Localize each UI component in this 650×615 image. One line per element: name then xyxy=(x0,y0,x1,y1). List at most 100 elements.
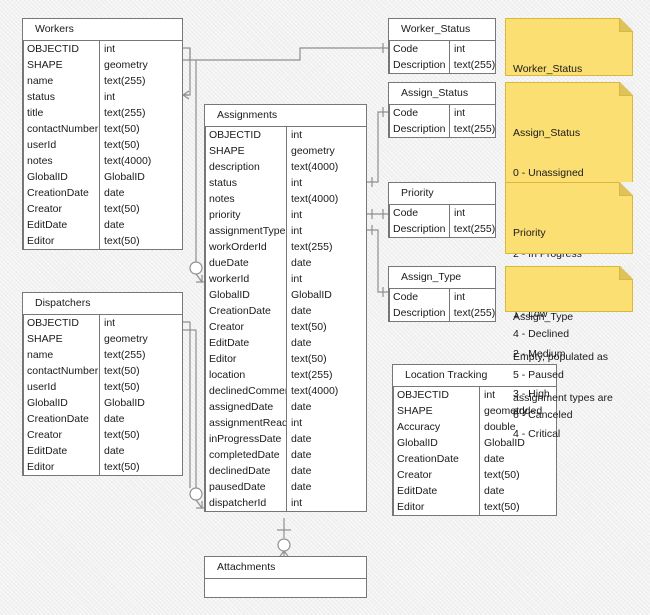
field-name: GlobalID xyxy=(209,289,250,301)
field-name: contactNumber xyxy=(27,365,99,377)
column-divider xyxy=(99,315,100,475)
field-type: text(50) xyxy=(104,123,140,135)
field-type: int xyxy=(291,177,303,189)
table-row: assignmentType int xyxy=(205,223,366,239)
table-row: notes text(4000) xyxy=(23,153,182,169)
field-type: text(50) xyxy=(104,139,140,151)
table-row: dueDate date xyxy=(205,255,366,271)
field-name: EditDate xyxy=(27,219,68,231)
entity-workers[interactable]: Workers OBJECTID int SHAPE geometry name… xyxy=(22,18,183,250)
table-row: name text(255) xyxy=(23,347,182,363)
field-type: text(50) xyxy=(484,469,520,481)
entity-title-workers: Workers xyxy=(23,19,182,41)
table-row: Description text(255) xyxy=(389,305,495,321)
table-row: notes text(4000) xyxy=(205,191,366,207)
table-row: EditDate date xyxy=(205,335,366,351)
field-name: SHAPE xyxy=(209,145,245,157)
note-assign-status: Assign_Status 0 - Unassigned 1 - Assigne… xyxy=(505,82,633,421)
field-type: text(255) xyxy=(104,75,146,87)
field-name: Creator xyxy=(209,321,245,333)
table-row: contactNumber text(50) xyxy=(23,363,182,379)
field-type: text(50) xyxy=(104,203,140,215)
connector-dispatchers-objectid xyxy=(183,321,191,488)
field-name: SHAPE xyxy=(397,405,433,417)
table-row: workOrderId text(255) xyxy=(205,239,366,255)
field-type: text(255) xyxy=(104,349,146,361)
entity-title-attachments: Attachments xyxy=(205,557,366,579)
table-row: workerId int xyxy=(205,271,366,287)
entity-title-assign-status: Assign_Status xyxy=(389,83,495,105)
field-name: Code xyxy=(393,107,419,119)
entity-body-workers: OBJECTID int SHAPE geometry name text(25… xyxy=(23,41,182,249)
table-row: description text(4000) xyxy=(205,159,366,175)
entity-attachments[interactable]: Attachments xyxy=(204,556,367,598)
field-type: date xyxy=(291,433,312,445)
field-type: GlobalID xyxy=(291,289,332,301)
column-divider xyxy=(449,105,450,137)
field-type: int xyxy=(454,291,466,303)
field-name: Code xyxy=(393,291,419,303)
table-row: name text(255) xyxy=(23,73,182,89)
connector-assignments-type-to-assign-type xyxy=(367,229,388,293)
entity-title-dispatchers: Dispatchers xyxy=(23,293,182,315)
table-row: Editor text(50) xyxy=(205,351,366,367)
field-name: Description xyxy=(393,223,446,235)
entity-priority[interactable]: Priority Code int Description text(255) xyxy=(388,182,496,238)
field-name: location xyxy=(209,369,246,381)
field-type: text(4000) xyxy=(291,385,339,397)
note-title: Assign_Status xyxy=(513,127,581,140)
field-type: date xyxy=(104,445,125,457)
field-type: text(50) xyxy=(291,353,327,365)
field-type: text(255) xyxy=(453,223,495,235)
note-line: assignment types are added xyxy=(513,391,616,418)
entity-body-assign-type: Code int Description text(255) xyxy=(389,289,495,321)
field-type: geometry xyxy=(104,59,148,71)
table-row: completedDate date xyxy=(205,447,366,463)
table-row: userId text(50) xyxy=(23,137,182,153)
entity-assign-status[interactable]: Assign_Status Code int Description text(… xyxy=(388,82,496,138)
field-type: text(4000) xyxy=(291,161,339,173)
connector-workers-objectid xyxy=(183,47,191,60)
field-name: dueDate xyxy=(209,257,249,269)
entity-title-assign-type: Assign_Type xyxy=(389,267,495,289)
field-name: Creator xyxy=(27,203,63,215)
field-name: title xyxy=(27,107,44,119)
field-name: OBJECTID xyxy=(209,129,261,141)
field-type: GlobalID xyxy=(484,437,525,449)
table-row: inProgressDate date xyxy=(205,431,366,447)
table-row: assignedDate date xyxy=(205,399,366,415)
column-divider xyxy=(449,41,450,73)
table-row: Code int xyxy=(389,289,495,305)
entity-assignments[interactable]: Assignments OBJECTID int SHAPE geometry … xyxy=(204,104,367,512)
table-row: Code int xyxy=(389,205,495,221)
table-row: OBJECTID int xyxy=(23,315,182,331)
note-title: Assign_Type xyxy=(513,311,574,324)
field-name: priority xyxy=(209,209,241,221)
entity-title-worker-status: Worker_Status xyxy=(389,19,495,41)
entity-assign-type[interactable]: Assign_Type Code int Description text(25… xyxy=(388,266,496,322)
field-type: date xyxy=(291,401,312,413)
entity-location-tracking[interactable]: Location Tracking OBJECTID int SHAPE geo… xyxy=(392,364,557,516)
note-fold-corner xyxy=(619,82,633,96)
field-type: date xyxy=(484,453,505,465)
field-name: Creator xyxy=(397,469,433,481)
entity-worker-status[interactable]: Worker_Status Code int Description text(… xyxy=(388,18,496,74)
field-type: text(50) xyxy=(104,365,140,377)
field-name: userId xyxy=(27,139,57,151)
connector-assignments-status-to-assign-status xyxy=(367,111,388,183)
table-row: OBJECTID int xyxy=(205,127,366,143)
field-type: date xyxy=(291,449,312,461)
note-priority: Priority 0 - None 1 - Low 2 - Medium 3 -… xyxy=(505,182,633,440)
field-name: EditDate xyxy=(397,485,438,497)
note-title: Worker_Status xyxy=(513,63,583,76)
field-name: Editor xyxy=(27,461,55,473)
note-fold-corner xyxy=(619,266,633,280)
table-row: CreationDate date xyxy=(23,185,182,201)
field-name: Code xyxy=(393,43,419,55)
field-name: SHAPE xyxy=(27,59,63,71)
entity-dispatchers[interactable]: Dispatchers OBJECTID int SHAPE geometry … xyxy=(22,292,183,476)
field-name: assignedDate xyxy=(209,401,274,413)
table-row: pausedDate date xyxy=(205,479,366,495)
field-type: text(255) xyxy=(291,241,333,253)
table-row: Editor text(50) xyxy=(23,459,182,475)
